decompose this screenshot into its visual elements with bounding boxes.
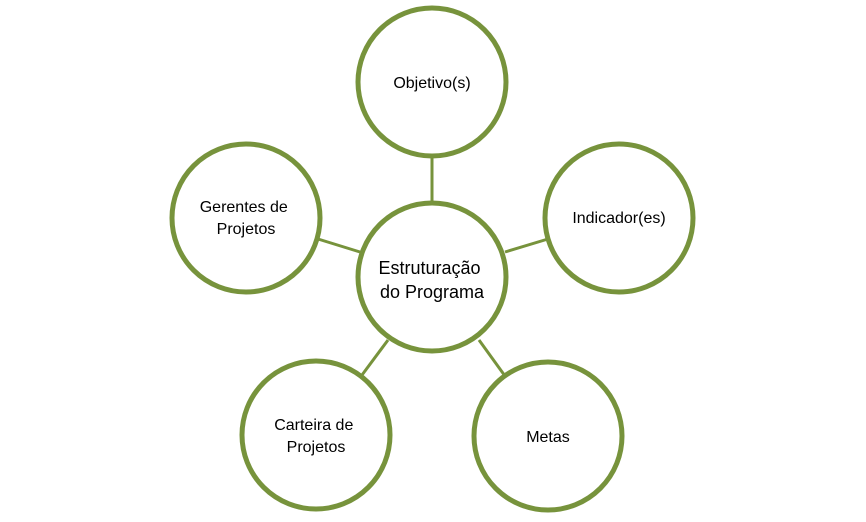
center-node-circle xyxy=(355,200,509,354)
node-indicadores-circle xyxy=(542,141,696,295)
node-carteira-circle xyxy=(239,358,393,512)
node-indicadores-line-1: Indicador(es) xyxy=(572,210,665,227)
node-carteira: Carteira de Projetos xyxy=(239,358,393,512)
connector-indicadores xyxy=(504,237,549,254)
node-gerentes-circle xyxy=(169,141,323,295)
node-metas: Metas xyxy=(471,359,625,513)
node-objetivos-line-1: Objetivo(s) xyxy=(393,75,470,92)
node-objetivos-label: Objetivo(s) xyxy=(393,75,470,92)
connector-carteira xyxy=(360,339,390,376)
center-label-line-1: Estruturação xyxy=(378,258,480,278)
node-gerentes-line-1: Gerentes de xyxy=(200,199,288,216)
node-objetivos: Objetivo(s) xyxy=(355,5,509,159)
node-metas-circle xyxy=(471,359,625,513)
node-gerentes-label: Gerentes de Projetos xyxy=(200,199,293,238)
node-objetivos-circle xyxy=(355,5,509,159)
node-gerentes-line-2: Projetos xyxy=(217,221,276,238)
node-carteira-line-1: Carteira de xyxy=(274,417,353,434)
node-carteira-line-2: Projetos xyxy=(287,439,346,456)
connector-gerentes xyxy=(317,237,361,254)
node-indicadores-label: Indicador(es) xyxy=(572,210,665,227)
node-indicadores: Indicador(es) xyxy=(542,141,696,295)
node-carteira-label: Carteira de Projetos xyxy=(274,417,358,456)
node-metas-line-1: Metas xyxy=(526,429,570,446)
node-metas-label: Metas xyxy=(526,429,570,446)
connector-metas xyxy=(477,339,507,377)
center-node: Estruturação do Programa xyxy=(355,200,509,354)
node-gerentes: Gerentes de Projetos xyxy=(169,141,323,295)
center-node-label: Estruturação do Programa xyxy=(378,258,485,302)
center-label-line-2: do Programa xyxy=(380,282,485,302)
